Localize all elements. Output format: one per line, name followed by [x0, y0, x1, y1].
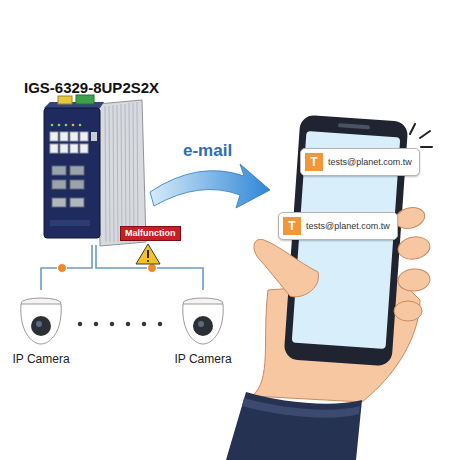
ellipsis-dots — [158, 322, 162, 326]
sender-icon: T — [305, 153, 323, 171]
ellipsis-dots — [142, 322, 146, 326]
poe-marker — [58, 264, 157, 273]
switch-illustration — [80, 132, 88, 141]
ellipsis-dots — [126, 322, 130, 326]
notification-bubble: tests@planet.com.tw T — [300, 148, 420, 176]
fingers — [254, 204, 432, 321]
switch-illustration — [76, 95, 94, 104]
node-text: IP Camera — [174, 352, 231, 366]
sender-icon: T — [283, 217, 301, 235]
switch-illustration — [44, 108, 100, 238]
smartphone — [338, 123, 370, 129]
switch-illustration — [70, 144, 78, 153]
dome-camera — [36, 321, 42, 327]
switch-node: IGS-6329-8UP2S2X — [40, 102, 148, 245]
sleeve — [226, 392, 362, 460]
switch-illustration — [50, 144, 58, 153]
switch-illustration — [70, 166, 84, 175]
poe-marker — [58, 264, 67, 273]
switch-illustration — [125, 104, 126, 242]
email-arrow — [150, 164, 270, 208]
dome-camera — [21, 298, 61, 344]
switch-illustration — [133, 103, 134, 242]
alert-marks — [421, 146, 432, 148]
dome-camera — [183, 304, 223, 344]
switch-illustration — [117, 105, 118, 242]
switch-illustration — [50, 132, 58, 141]
poe-marker — [148, 264, 157, 273]
fingers — [396, 234, 431, 261]
camera-node: IP Camera — [170, 290, 236, 366]
arrow-label: e-mail — [183, 141, 232, 161]
switch-illustration — [79, 124, 82, 127]
fingers — [393, 204, 427, 231]
fingers — [397, 268, 431, 293]
warning-symbol — [147, 250, 149, 258]
email-arrow — [150, 164, 270, 208]
switch-illustration — [60, 132, 68, 141]
alert-marks — [410, 124, 432, 147]
ellipsis-dots — [78, 322, 82, 326]
switch-illustration — [70, 180, 84, 189]
switch-illustration — [65, 124, 68, 127]
fingers — [394, 301, 422, 321]
switch-illustration — [98, 100, 146, 246]
dome-camera — [198, 321, 204, 327]
dome-camera — [21, 304, 61, 344]
node-text: IP Camera — [12, 352, 69, 366]
notification-bubble: tests@planet.com.tw T — [278, 212, 398, 240]
ellipsis-dots — [110, 322, 114, 326]
switch-illustration — [52, 198, 66, 207]
ellipsis-dots — [78, 322, 162, 326]
ellipsis-dots — [94, 322, 98, 326]
switch-illustration — [52, 180, 66, 189]
dome-camera — [183, 298, 223, 344]
switch-illustration — [121, 104, 122, 242]
node-text: T — [310, 155, 317, 169]
warning-symbol — [136, 244, 160, 264]
sleeve — [226, 392, 362, 460]
node-text: tests@planet.com.tw — [306, 221, 390, 231]
node-text: tests@planet.com.tw — [328, 157, 412, 167]
warning-symbol — [136, 244, 160, 264]
node-text: IGS-6329-8UP2S2X — [24, 79, 159, 96]
switch-illustration — [109, 106, 110, 242]
switch-illustration — [51, 124, 54, 127]
switch-illustration — [50, 220, 90, 226]
node-text: T — [288, 219, 295, 233]
warning-symbol — [147, 260, 149, 262]
switch-illustration — [137, 102, 138, 242]
alert-marks — [420, 131, 430, 138]
alert-badge: Malfunction — [120, 226, 181, 241]
switch-illustration — [58, 124, 61, 127]
fingers — [254, 239, 319, 297]
switch-illustration — [80, 144, 88, 153]
switch-illustration — [129, 103, 130, 242]
node-text: Malfunction — [125, 228, 176, 238]
cable-line — [96, 245, 203, 290]
alert-marks — [410, 124, 415, 134]
sleeve — [242, 398, 360, 418]
switch-illustration — [52, 166, 66, 175]
switch-illustration — [58, 96, 72, 104]
switch-illustration — [70, 132, 78, 141]
switch-illustration — [105, 106, 106, 242]
dome-camera — [193, 316, 213, 336]
switch-illustration — [70, 198, 84, 207]
camera-node: IP Camera — [8, 290, 74, 366]
switch-illustration — [91, 132, 97, 141]
switch-illustration — [44, 95, 146, 246]
switch-illustration — [113, 105, 114, 242]
cable-line — [41, 245, 92, 290]
switch-illustration — [44, 102, 104, 108]
switch-illustration — [72, 124, 75, 127]
dome-camera — [31, 316, 51, 336]
switch-illustration — [60, 144, 68, 153]
